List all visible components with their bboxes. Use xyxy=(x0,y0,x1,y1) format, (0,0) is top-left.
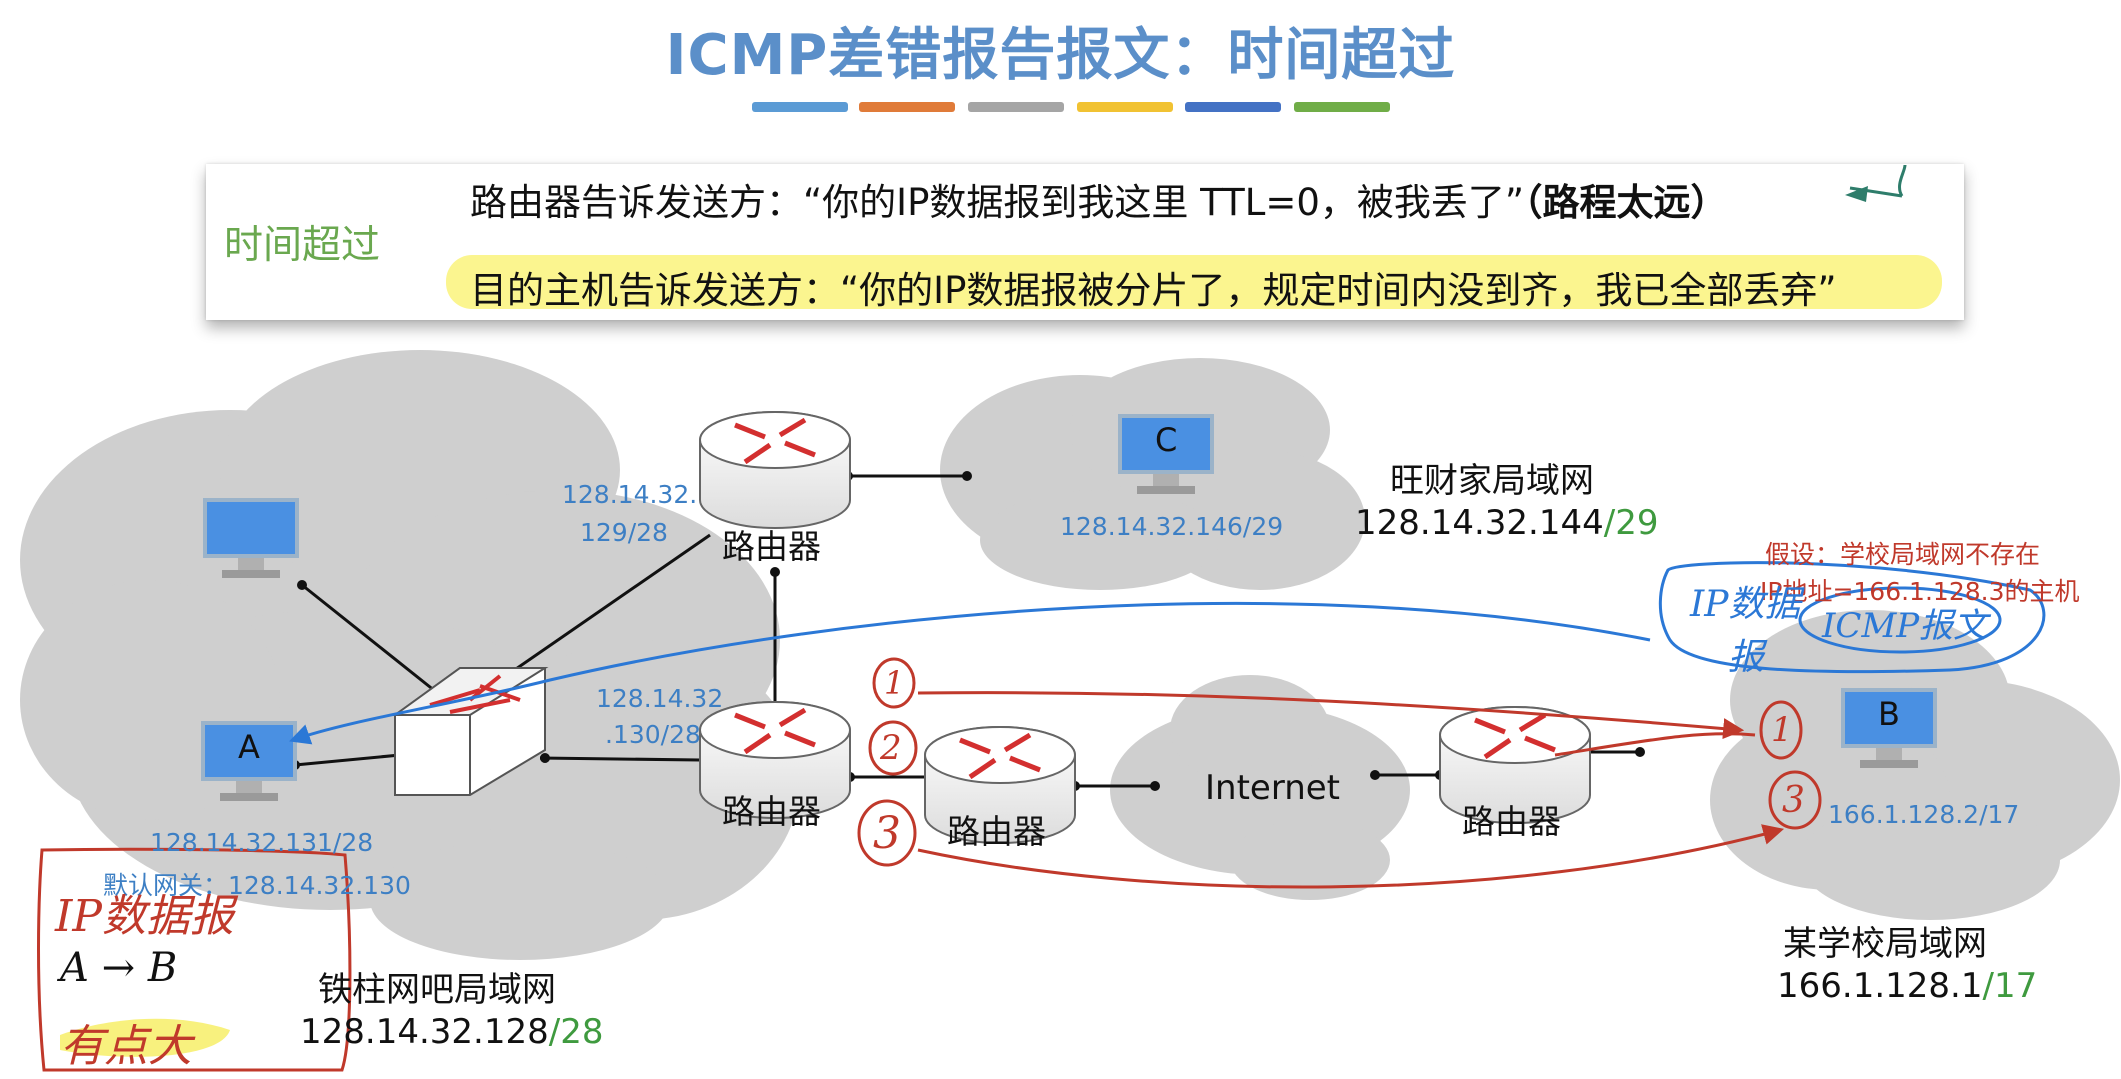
assumption-note-line1: 假设：学校局域网不存在 xyxy=(1765,540,2041,569)
network-addr-left-ip: 128.14.32.128 xyxy=(300,1012,549,1052)
host-c-ip: 128.14.32.146/29 xyxy=(1060,512,1284,541)
computer-icon-c xyxy=(1118,414,1214,494)
hw-box-line3: 有点大 xyxy=(60,1021,192,1072)
cloud-internet xyxy=(1110,675,1410,900)
computer-icon-a xyxy=(201,721,297,801)
color-bar-1 xyxy=(752,102,848,112)
iface-top-ip-line2: 129/28 xyxy=(580,518,668,547)
network-addr-top: 128.14.32.144/29 xyxy=(1355,503,1658,543)
host-a-gateway: 默认网关：128.14.32.130 xyxy=(103,871,411,900)
network-name-right: 某学校局域网 xyxy=(1783,924,1987,964)
network-addr-right-ip: 166.1.128.1 xyxy=(1777,966,1983,1006)
color-bar-4 xyxy=(1077,102,1173,112)
iface-top-ip-line1: 128.14.32. xyxy=(562,480,698,509)
color-bar-6 xyxy=(1294,102,1390,112)
router-icon-mid xyxy=(699,701,851,819)
host-b-ip: 166.1.128.2/17 xyxy=(1828,800,2020,829)
router-label-internet-right: 路由器 xyxy=(1462,802,1561,841)
computer-icon-b xyxy=(1841,688,1937,768)
callout-line-1-bold: （路程太远） xyxy=(1524,181,1728,224)
hw-box-line1: IP数据报 xyxy=(55,891,234,942)
hw-number-3-right: 3 xyxy=(1782,780,1805,821)
hw-ip-datagram-line1: IP数据 xyxy=(1690,584,1801,625)
router-label-top: 路由器 xyxy=(722,527,821,566)
network-name-top: 旺财家局域网 xyxy=(1390,461,1594,501)
handwriting-highlight xyxy=(60,1018,230,1057)
hw-icmp-message: ICMP报文 xyxy=(1822,606,1988,646)
host-label-c: C xyxy=(1155,421,1178,459)
hw-ip-datagram-line2: 报 xyxy=(1728,637,1765,678)
network-addr-right-prefix: /17 xyxy=(1982,966,2038,1006)
host-label-b: B xyxy=(1878,695,1900,733)
hw-number-1-left: 1 xyxy=(884,664,905,702)
callout-line-2: 目的主机告诉发送方：“你的IP数据报被分片了，规定时间内没到齐，我已全部丢弃” xyxy=(470,269,1837,312)
router-icon-internet-left xyxy=(924,726,1076,844)
color-bar-2 xyxy=(859,102,955,112)
red-annotations xyxy=(857,657,1822,889)
hw-number-2-left: 2 xyxy=(880,728,902,768)
network-addr-top-ip: 128.14.32.144 xyxy=(1355,503,1604,543)
assumption-note-line2: IP地址=166.1.128.3的主机 xyxy=(1760,577,2080,606)
host-a-ip: 128.14.32.131/28 xyxy=(150,828,374,857)
check-arrow-icon xyxy=(1849,164,1907,198)
icmp-return-path xyxy=(289,601,1651,745)
arrowhead-icon xyxy=(1845,186,1868,202)
network-addr-top-prefix: /29 xyxy=(1603,503,1659,543)
handwriting-box xyxy=(37,847,352,1072)
callout-line-1-main: 路由器告诉发送方：“你的IP数据报到我这里 TTL=0，被我丢了” xyxy=(470,181,1525,224)
blue-handwriting-outline xyxy=(1658,561,2046,674)
hw-box-line2: A → B xyxy=(60,945,178,991)
hw-number-1-right: 1 xyxy=(1771,710,1793,750)
network-addr-left: 128.14.32.128/28 xyxy=(300,1012,603,1052)
computer-icon-unlabeled xyxy=(203,498,299,578)
icmp-circle xyxy=(1798,586,2002,654)
internet-label: Internet xyxy=(1205,768,1341,808)
router-icon-top xyxy=(699,411,851,529)
hw-number-3-left: 3 xyxy=(873,808,901,859)
color-bar-3 xyxy=(968,102,1064,112)
iface-mid-ip-line2: .130/28 xyxy=(605,720,701,749)
network-name-left: 铁柱网吧局域网 xyxy=(318,970,556,1010)
color-bar-5 xyxy=(1185,102,1281,112)
iface-mid-ip-line1: 128.14.32 xyxy=(596,684,724,713)
callout-line-1: 路由器告诉发送方：“你的IP数据报到我这里 TTL=0，被我丢了”（路程太远） xyxy=(470,172,1728,226)
router-label-mid: 路由器 xyxy=(722,792,821,831)
callout-label: 时间超过 xyxy=(224,223,381,268)
host-label-a: A xyxy=(238,728,260,766)
highlight-mark xyxy=(446,255,1942,309)
router-icon-internet-right xyxy=(1439,706,1591,824)
page-title: ICMP差错报告报文：时间超过 xyxy=(665,23,1456,88)
network-addr-left-prefix: /28 xyxy=(548,1012,604,1052)
router-label-internet-left: 路由器 xyxy=(947,812,1046,851)
network-addr-right: 166.1.128.1/17 xyxy=(1777,966,2037,1006)
